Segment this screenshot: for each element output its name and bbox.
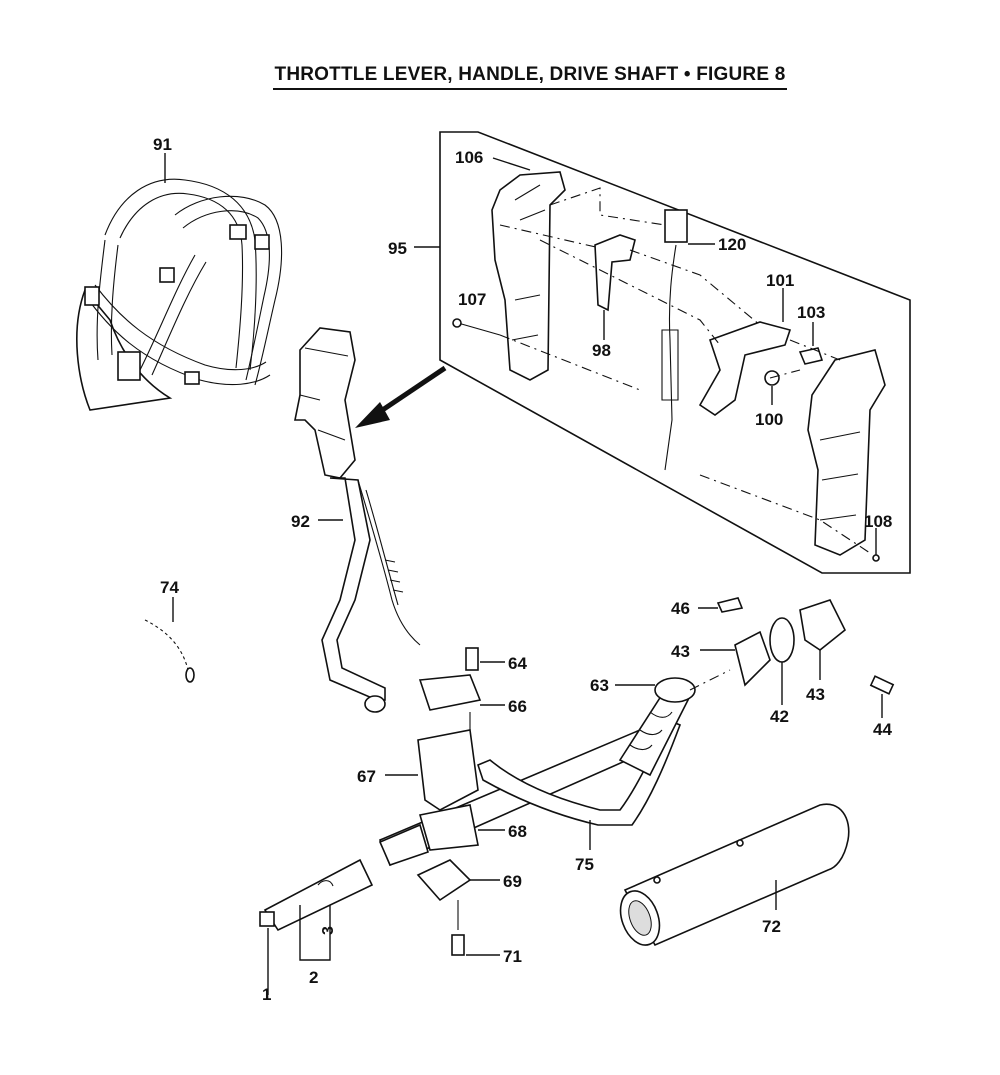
clamp-assembly: 64 66 67 bbox=[357, 647, 527, 811]
label-43b: 43 bbox=[806, 685, 825, 704]
label-42: 42 bbox=[770, 707, 789, 726]
handle-clamp-parts: 43 42 43 46 44 bbox=[671, 597, 895, 739]
label-71: 71 bbox=[503, 947, 522, 966]
label-100: 100 bbox=[755, 410, 783, 429]
label-98: 98 bbox=[592, 341, 611, 360]
label-107: 107 bbox=[458, 290, 486, 309]
label-108: 108 bbox=[864, 512, 892, 531]
handle-92: 92 bbox=[291, 327, 421, 713]
lower-clamp: 69 71 bbox=[416, 859, 522, 966]
label-67: 67 bbox=[357, 767, 376, 786]
label-44: 44 bbox=[873, 720, 892, 739]
handle-bar-75: 75 63 bbox=[477, 669, 731, 874]
label-75: 75 bbox=[575, 855, 594, 874]
label-91: 91 bbox=[153, 135, 172, 154]
figure-title: THROTTLE LEVER, HANDLE, DRIVE SHAFT • FI… bbox=[0, 64, 1000, 90]
label-106: 106 bbox=[455, 148, 483, 167]
label-74: 74 bbox=[160, 578, 179, 597]
tube-72: 72 bbox=[619, 803, 850, 947]
label-120: 120 bbox=[718, 235, 746, 254]
drive-shaft: 68 1 2 3 bbox=[259, 728, 652, 1004]
label-69: 69 bbox=[503, 872, 522, 891]
label-101: 101 bbox=[766, 271, 794, 290]
label-103: 103 bbox=[797, 303, 825, 322]
label-63: 63 bbox=[590, 676, 609, 695]
label-95: 95 bbox=[388, 239, 407, 258]
throttle-handle-box-95: 95 106 107 98 120 101 103 100 bbox=[388, 131, 911, 574]
label-72: 72 bbox=[762, 917, 781, 936]
label-2: 2 bbox=[309, 968, 318, 987]
label-3: 3 bbox=[320, 926, 337, 935]
label-92: 92 bbox=[291, 512, 310, 531]
label-68: 68 bbox=[508, 822, 527, 841]
label-46: 46 bbox=[671, 599, 690, 618]
label-1: 1 bbox=[262, 985, 271, 1004]
pointer-arrow bbox=[355, 365, 447, 428]
label-64: 64 bbox=[508, 654, 527, 673]
chain-74: 74 bbox=[144, 578, 195, 683]
harness-91: 91 bbox=[76, 135, 283, 411]
label-43a: 43 bbox=[671, 642, 690, 661]
label-66: 66 bbox=[508, 697, 527, 716]
